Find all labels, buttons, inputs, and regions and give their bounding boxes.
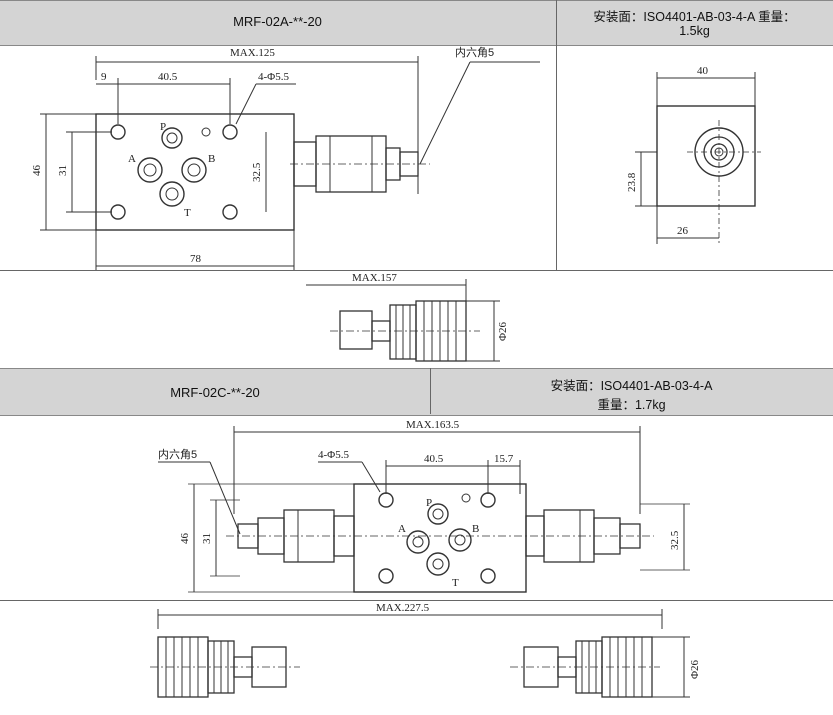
- holes-leader: [235, 83, 257, 125]
- pin-hole: [201, 127, 211, 137]
- hex-leader-c: [209, 461, 241, 535]
- dim-31-label: 31: [57, 165, 69, 176]
- section-a-header-divider: [556, 0, 557, 270]
- section-c-header: [0, 368, 833, 416]
- section-a-spec-line2: 1.5kg: [679, 24, 710, 38]
- mount-hole-bl: [110, 204, 126, 220]
- dim-26-side-label: 26: [677, 225, 689, 237]
- dia-26-label: Φ26: [497, 321, 509, 341]
- port-a-circle: [406, 530, 430, 554]
- dim-405-c-label: 40.5: [424, 453, 444, 465]
- hex-note-label: 内六角5: [455, 45, 494, 59]
- dim-405-label: 40.5: [158, 71, 178, 83]
- top-body-stub: [339, 310, 373, 350]
- hex-note-c-label: 内六角5: [158, 447, 197, 461]
- section-a-side-view: 40 23.8 26: [626, 65, 761, 244]
- dim-238-label: 23.8: [626, 172, 638, 192]
- section-a-front-view: MAX.125 内六角5 9 40.5 4-Φ5.5 P A B T 46 31…: [31, 45, 540, 270]
- mount-hole-br: [222, 204, 238, 220]
- side-body: [656, 105, 756, 207]
- dim-9-label: 9: [101, 71, 107, 83]
- valve-body: [95, 113, 295, 231]
- section-c-spec-line2: 重量：1.7kg: [597, 398, 666, 412]
- section-c-model-title: MRF-02C-**-20: [170, 385, 260, 400]
- section-a-spec-line1: 安装面：ISO4401-AB-03-4-A 重量：: [593, 10, 796, 24]
- mount-hole-tl: [110, 124, 126, 140]
- mount-hole-tr: [222, 124, 238, 140]
- holes-c-label: 4-Φ5.5: [318, 449, 349, 461]
- max-157-label: MAX.157: [352, 272, 397, 284]
- right-hex: [619, 523, 641, 549]
- port-p-label: P: [160, 121, 166, 133]
- dim-325-c-label: 32.5: [669, 530, 681, 550]
- dim-325-label: 32.5: [251, 162, 263, 182]
- dim-31-c-label: 31: [201, 533, 213, 544]
- section-c-front-view: MAX.163.5 内六角5 4-Φ5.5 40.5 15.7 P A B T …: [158, 419, 690, 593]
- port-b-c-label: B: [472, 523, 479, 535]
- port-p-circle: [161, 127, 183, 149]
- max-125-label: MAX.125: [230, 47, 275, 59]
- mount-hole-br: [480, 568, 496, 584]
- dim-46-label: 46: [31, 165, 43, 177]
- port-t-label: T: [184, 207, 191, 219]
- dia-26-c-label: Φ26: [689, 659, 701, 679]
- port-t-c-label: T: [452, 577, 459, 589]
- port-a-c-label: A: [398, 523, 406, 535]
- dim-46-c-label: 46: [179, 533, 191, 545]
- mount-hole-tl: [378, 492, 394, 508]
- port-p-circle: [427, 503, 449, 525]
- dim-40-label: 40: [697, 65, 709, 77]
- port-b-label: B: [208, 153, 215, 165]
- port-a-label: A: [128, 153, 136, 165]
- port-t-circle: [426, 552, 450, 576]
- section-a-top-view: MAX.157 Φ26: [306, 272, 509, 362]
- port-a-circle: [137, 157, 163, 183]
- section-a-header: [0, 0, 833, 46]
- hex-leader: [419, 61, 471, 165]
- section-c-top-view: MAX.227.5 Φ26: [150, 602, 701, 698]
- section-c-spec-line1: 安装面：ISO4401-AB-03-4-A: [550, 379, 713, 393]
- section-c-divider-line: [0, 600, 833, 601]
- holes-label: 4-Φ5.5: [258, 71, 289, 83]
- port-p-c-label: P: [426, 497, 432, 509]
- dim-157-c-label: 15.7: [494, 453, 514, 465]
- mount-hole-tr: [480, 492, 496, 508]
- port-b-circle: [181, 157, 207, 183]
- valve-body-c: [353, 483, 527, 593]
- port-b-circle: [448, 528, 472, 552]
- max-2275-label: MAX.227.5: [376, 602, 430, 614]
- section-a-divider-line: [0, 270, 833, 271]
- section-a-model-title: MRF-02A-**-20: [233, 14, 322, 29]
- section-c-header-divider: [430, 368, 431, 414]
- mount-hole-bl: [378, 568, 394, 584]
- port-t-circle: [159, 181, 185, 207]
- max-1635-label: MAX.163.5: [406, 419, 460, 431]
- pin-hole: [461, 493, 471, 503]
- dim-78-label: 78: [190, 253, 202, 265]
